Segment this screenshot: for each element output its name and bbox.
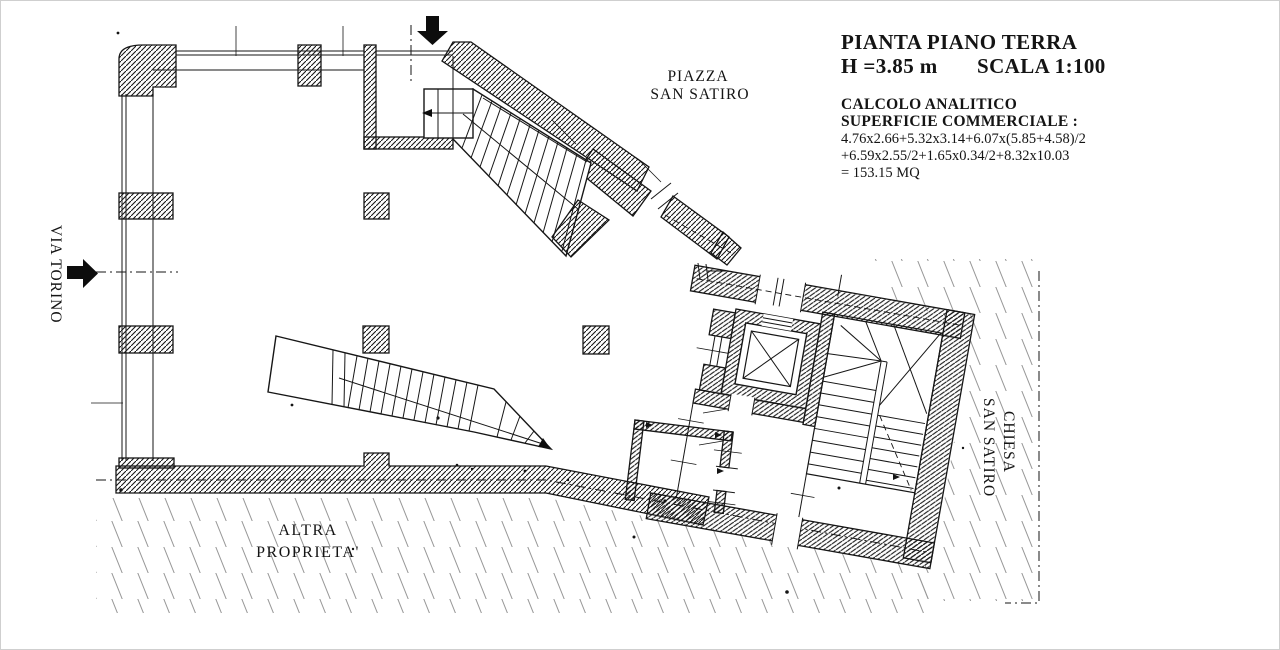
- stair-end-wall: [551, 199, 611, 258]
- calc-heading-2: SUPERFICIE COMMERCIALE :: [841, 113, 1078, 130]
- context-labels: PIAZZA SAN SATIRO VIA TORINO CHIESA SAN …: [47, 68, 1017, 561]
- entrance-arrow-down-icon: [417, 16, 448, 45]
- entrance-arrows: [67, 16, 448, 288]
- ground-hatch-areas: [96, 259, 1037, 613]
- central-staircase: [267, 335, 554, 451]
- interior-piers: [362, 192, 610, 355]
- label-via-torino: VIA TORINO: [47, 225, 64, 324]
- vestibule-left-wall: [363, 44, 377, 150]
- label-piazza-line1: PIAZZA: [667, 68, 728, 85]
- plan-title: PIANTA PIANO TERRA: [841, 30, 1078, 54]
- exterior-walls: [118, 44, 454, 461]
- label-chiesa-line1: CHIESA: [1000, 411, 1017, 473]
- title-block: PIANTA PIANO TERRA H =3.85 m SCALA 1:100…: [841, 30, 1106, 181]
- service-block: [645, 264, 976, 570]
- diagonal-facade-walls: [441, 41, 742, 281]
- entrance-staircase: [422, 87, 611, 258]
- label-piazza-line2: SAN SATIRO: [650, 86, 749, 103]
- vestibule-bottom-wall: [363, 136, 454, 150]
- dimension-ticks: [91, 26, 728, 446]
- elevator-shaft: [720, 308, 822, 410]
- entrance-arrow-right-icon: [67, 259, 98, 288]
- label-altra-line2: PROPRIETA': [256, 544, 360, 561]
- top-wall-pier: [297, 44, 322, 87]
- stair-direction-arrowhead: [422, 109, 432, 117]
- pier-a: [363, 192, 390, 220]
- scan-speckles: [116, 31, 965, 594]
- plan-height: H =3.85 m: [841, 54, 938, 78]
- calc-result: = 153.15 MQ: [841, 165, 920, 181]
- bottom-party-wall: [115, 452, 710, 526]
- ground-hatch-chiesa: [866, 259, 1037, 601]
- small-room: [624, 419, 742, 515]
- calc-heading-1: CALCOLO ANALITICO: [841, 96, 1017, 113]
- corner-pier-top-left: [118, 44, 177, 97]
- label-altra-line1: ALTRA: [278, 522, 337, 539]
- facade-jamb-2: [710, 230, 742, 266]
- label-chiesa-line2: SAN SATIRO: [980, 398, 997, 497]
- left-wall-pier-2: [118, 325, 174, 354]
- pier-c: [582, 325, 610, 355]
- calc-formula-2: +6.59x2.55/2+1.65x0.34/2+8.32x10.03: [841, 148, 1069, 164]
- left-wall-pier-1: [118, 192, 174, 220]
- central-stair-arrowhead: [538, 438, 550, 448]
- plan-scale: SCALA 1:100: [977, 54, 1106, 78]
- ground-hatch-altra-proprieta: [96, 498, 936, 613]
- pier-b: [362, 325, 390, 354]
- calc-formula-1: 4.76x2.66+5.32x3.14+6.07x(5.85+4.58)/2: [841, 131, 1086, 147]
- central-stair-treads: [347, 355, 535, 444]
